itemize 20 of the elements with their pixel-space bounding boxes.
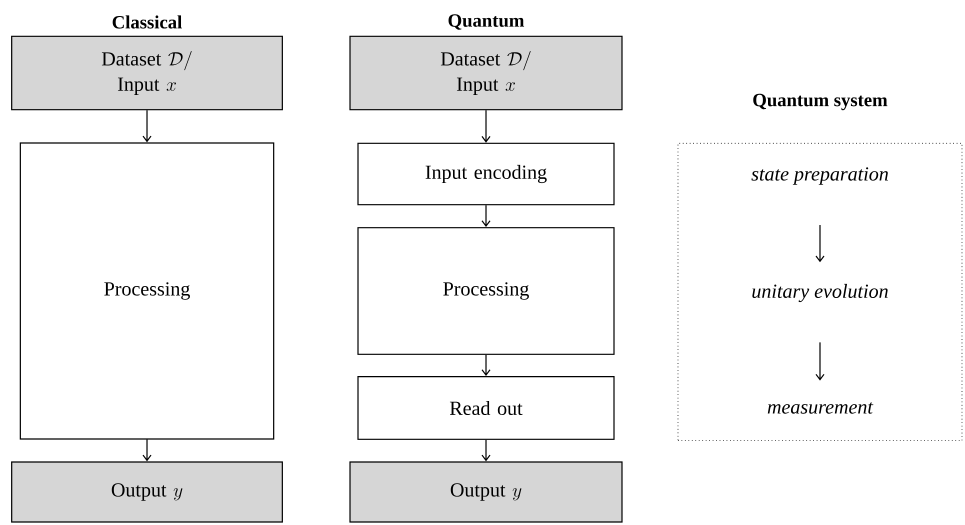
node-label: Quantum system — [753, 94, 888, 110]
step-text: measurement — [768, 402, 874, 414]
process-box: Read out — [357, 376, 615, 440]
arrow — [482, 440, 490, 462]
data-box: $\text{Dataset }\mathcal{D}/\allowbreak\text{Input }x$ — [11, 36, 283, 110]
data-box: $\text{Output }y$ — [11, 461, 283, 523]
arrow — [142, 110, 152, 142]
arrow — [816, 342, 824, 381]
process-box: Processing — [20, 142, 274, 440]
arrow — [142, 440, 152, 462]
process-box: Processing — [357, 227, 615, 355]
process-box: Input encoding — [357, 142, 615, 206]
arrow — [482, 205, 490, 228]
data-box: $\text{Dataset }\mathcal{D}/\allowbreak\text{Input }x$ — [349, 36, 623, 110]
arrow — [482, 110, 490, 143]
data-box: $\text{Output }y$ — [349, 461, 623, 523]
arrow — [816, 225, 824, 262]
arrow — [482, 354, 490, 376]
step-text: unitary evolution — [752, 284, 888, 302]
step-text: state preparation — [751, 167, 888, 185]
